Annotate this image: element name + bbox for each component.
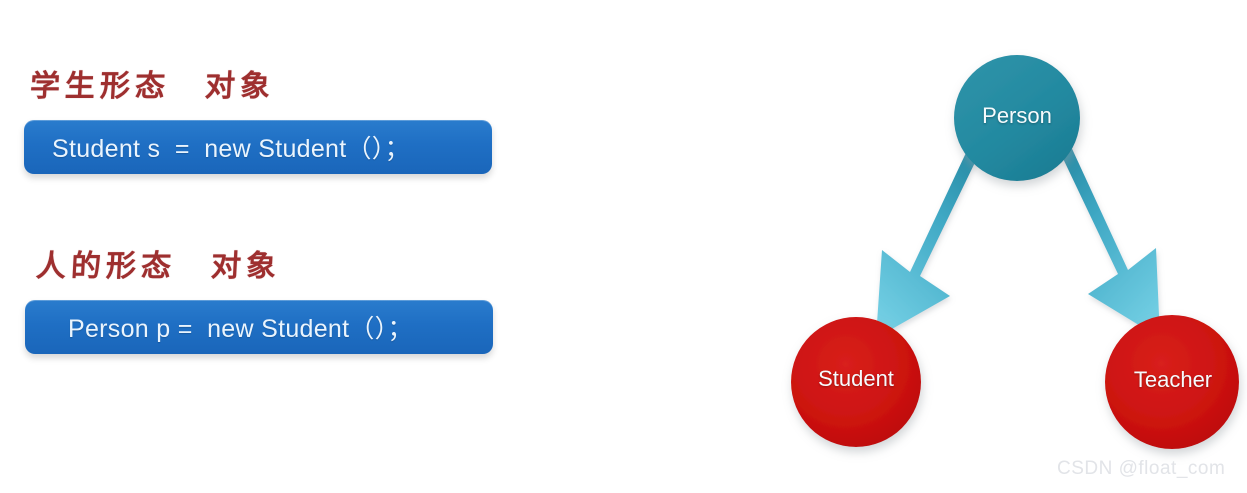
code-box-student: Student s = new Student（）； [24,120,492,174]
annotation-person-form: 人的形态 对象 [35,249,282,284]
arrow-person-to-teacher [1032,110,1160,338]
inheritance-diagram [760,0,1247,493]
diagram-svg [791,55,1239,449]
code-text-student: Student s = new Student（）； [52,135,410,163]
example-group-student: 学生形态 对象 Student s = new Student（）； [0,69,540,174]
arrow-person-to-student [876,110,1008,338]
annotation-student-form: 学生形态 对象 [29,69,276,104]
example-group-person: 人的形态 对象 Person p = new Student（）； [0,249,540,354]
node-student[interactable] [791,317,921,447]
code-box-person: Person p = new Student（）； [25,300,493,354]
node-person[interactable] [954,55,1080,181]
csdn-watermark: CSDN @float_com [1057,458,1226,479]
code-text-person: Person p = new Student（）； [68,315,413,343]
node-teacher[interactable] [1105,315,1239,449]
code-examples-pane: 学生形态 对象 Student s = new Student（）； 人的形态 … [0,0,540,493]
